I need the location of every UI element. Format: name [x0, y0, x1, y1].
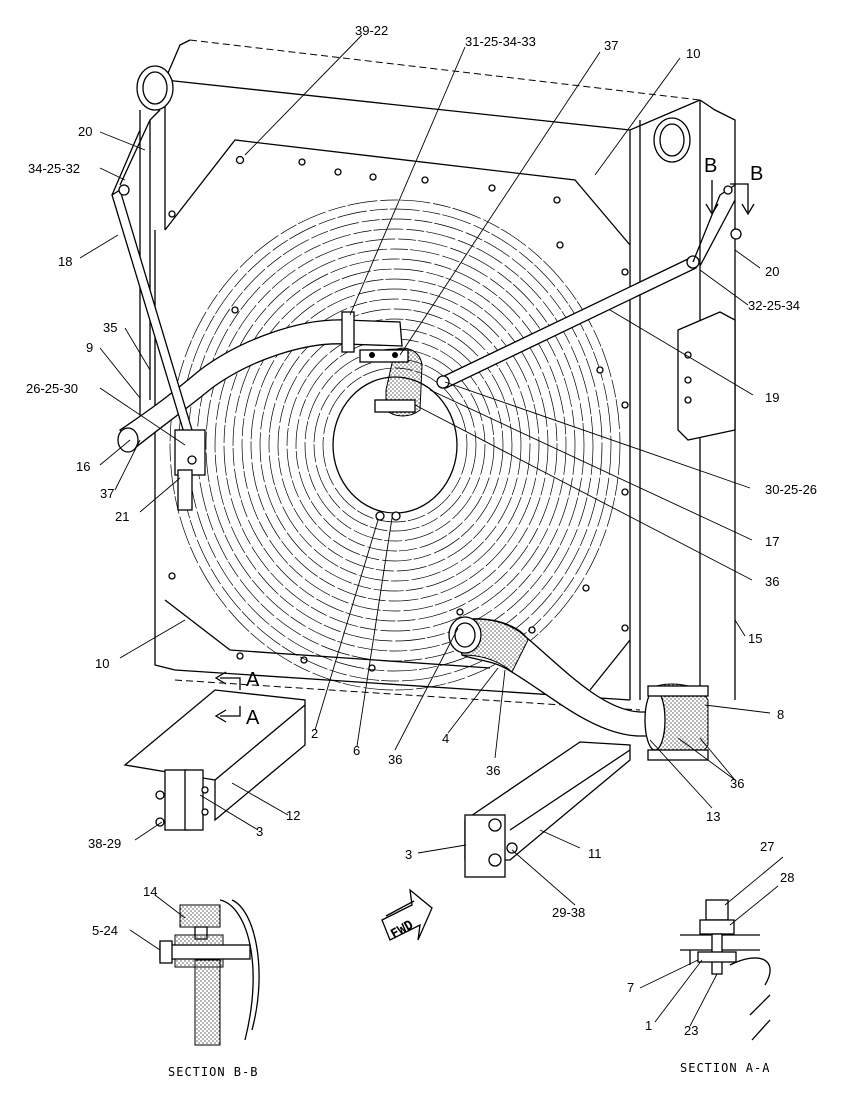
callout-6: 6 [353, 743, 360, 758]
callout-36-right: 36 [765, 574, 779, 589]
mount-bracket-right [464, 741, 631, 878]
forward-arrow-icon: FWD [381, 888, 433, 942]
section-a-cut-markers [214, 671, 241, 723]
callout-5-24: 5-24 [92, 923, 118, 938]
tank-pipes [136, 65, 691, 163]
callout-18: 18 [58, 254, 72, 269]
section-letters: B B A A [246, 155, 763, 729]
callout-36-bracket: 36 [730, 776, 744, 791]
spiral-coil [169, 199, 621, 691]
callout-7: 7 [627, 980, 634, 995]
callout-29-38: 29-38 [552, 905, 585, 920]
callout-27: 27 [760, 839, 774, 854]
section-bb-detail [129, 894, 260, 1046]
callout-10-top: 10 [686, 46, 700, 61]
section-marker-b-left: B [704, 155, 717, 177]
lower-tube [448, 616, 709, 761]
section-b-cut-markers [705, 180, 755, 216]
callout-10-left: 10 [95, 656, 109, 671]
callout-15: 15 [748, 631, 762, 646]
callout-34-25-32: 34-25-32 [28, 161, 80, 176]
callout-labels: 39-22 31-25-34-33 37 10 20 34-25-32 18 3… [26, 23, 817, 1038]
callout-20-left: 20 [78, 124, 92, 139]
callout-2: 2 [311, 726, 318, 741]
callout-39-22: 39-22 [355, 23, 388, 38]
callout-38-29: 38-29 [88, 836, 121, 851]
callout-17: 17 [765, 534, 779, 549]
callout-13: 13 [706, 809, 720, 824]
callout-36-low-a: 36 [388, 752, 402, 767]
callout-37-left: 37 [100, 486, 114, 501]
mount-bracket-left [123, 689, 306, 831]
rod-18 [111, 109, 206, 511]
upper-tube [117, 311, 423, 453]
rod-19 [436, 184, 742, 441]
callout-30-25-26: 30-25-26 [765, 482, 817, 497]
callout-19: 19 [765, 390, 779, 405]
callout-23: 23 [684, 1023, 698, 1038]
callout-32-25-34: 32-25-34 [748, 298, 800, 313]
section-bb-title: SECTION B-B [168, 1065, 258, 1079]
callout-21: 21 [115, 509, 129, 524]
callout-16: 16 [76, 459, 90, 474]
callout-4: 4 [442, 731, 449, 746]
section-aa-title: SECTION A-A [680, 1061, 770, 1075]
callout-28: 28 [780, 870, 794, 885]
section-marker-b-right: B [750, 163, 763, 185]
leader-lines [79, 34, 771, 906]
callout-35: 35 [103, 320, 117, 335]
section-marker-a-top: A [246, 669, 260, 691]
section-marker-a-bottom: A [246, 707, 260, 729]
callout-14: 14 [143, 884, 157, 899]
callout-3-right: 3 [405, 847, 412, 862]
callout-20-right: 20 [765, 264, 779, 279]
callout-37-top: 37 [604, 38, 618, 53]
callout-26-25-30: 26-25-30 [26, 381, 78, 396]
callout-9: 9 [86, 340, 93, 355]
callout-3-left: 3 [256, 824, 263, 839]
section-aa-detail [639, 856, 784, 1041]
callout-31-25-34-33: 31-25-34-33 [465, 34, 536, 49]
callout-36-low-b: 36 [486, 763, 500, 778]
callout-11: 11 [588, 846, 602, 861]
callout-1: 1 [645, 1018, 652, 1033]
callout-8: 8 [777, 707, 784, 722]
callout-12: 12 [286, 808, 300, 823]
